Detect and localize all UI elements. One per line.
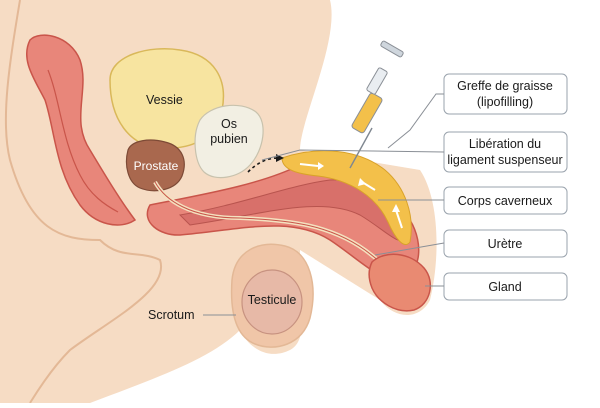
label-os-pubien-2: pubien	[210, 132, 248, 146]
callout-ligament-line2: ligament suspenseur	[447, 153, 562, 167]
callout-gland: Gland	[425, 272, 568, 301]
callout-ligament-line1: Libération du	[469, 137, 541, 151]
callout-uretre: Urètre	[374, 229, 568, 258]
ligament-release-arrow	[247, 157, 279, 173]
callout-corps-caverneux: Corps caverneux	[378, 186, 568, 215]
prostate	[125, 139, 185, 192]
callout-uretre-text: Urètre	[488, 237, 523, 251]
flow-arrowhead-3	[392, 204, 400, 212]
syringe	[349, 40, 404, 169]
callout-corps-caverneux-text: Corps caverneux	[458, 194, 553, 208]
fat-graft	[281, 150, 412, 245]
flow-arrow-3	[395, 209, 403, 229]
pubic-bone	[194, 104, 264, 179]
label-testicule: Testicule	[248, 293, 297, 307]
callout-lipofilling-line1: Greffe de graisse	[457, 79, 553, 93]
label-scrotum: Scrotum	[148, 308, 195, 322]
rectum	[25, 34, 137, 226]
testicle	[241, 269, 303, 335]
callout-ligament: Libération du ligament suspenseur	[261, 131, 568, 173]
label-vessie: Vessie	[146, 93, 183, 107]
callout-lipofilling: Greffe de graisse (lipofilling)	[387, 73, 568, 149]
rectum-inner	[47, 69, 119, 213]
glans	[368, 253, 432, 312]
flow-arrowhead-1	[318, 162, 324, 170]
flow-arrowhead-2	[358, 178, 366, 186]
label-os-pubien-1: Os	[221, 117, 237, 131]
torso-outline	[4, 0, 163, 404]
label-prostate: Prostate	[134, 159, 179, 173]
callout-gland-text: Gland	[488, 280, 521, 294]
flow-arrow-1	[299, 163, 319, 167]
callout-lipofilling-line2: (lipofilling)	[477, 95, 533, 109]
